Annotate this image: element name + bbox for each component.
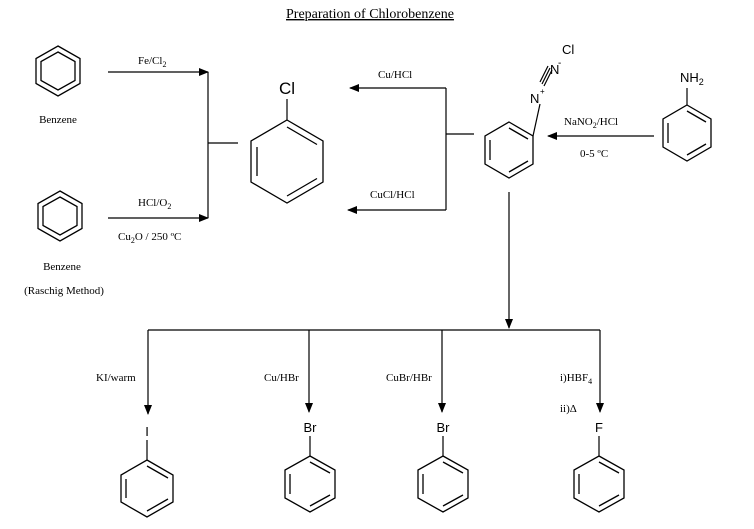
reagent-cucl-hcl: CuCl/HCl [370,189,415,201]
bromobenzene-ring-2 [417,455,469,513]
benzene-label-1: Benzene [39,114,77,126]
fluorobenzene-ring [573,455,625,513]
n-n-triple-bond-b [541,67,551,85]
page-title: Preparation of Chlorobenzene [286,7,454,22]
reagent-cu2o: Cu2O / 250 ºC [118,231,181,245]
diazo-n2-atom: N [550,62,559,77]
bromo-atom-2: Br [437,420,451,435]
fluoro-atom: F [595,420,603,435]
n-n-triple-bond-c [543,69,553,87]
diazo-plus-sign: + [540,87,545,96]
iodobenzene-ring [120,459,174,518]
diazo-n1-atom: N [530,91,539,106]
chlorobenzene-ring [250,119,324,204]
reagent-hcl-o2: HCl/O2 [138,197,171,211]
diazo-cl-atom: Cl [562,42,574,57]
reagent-heat: ii)Δ [560,403,577,415]
reagent-cu-hbr-2: Cu/HBr [264,372,299,384]
benzene-ring-1 [35,45,81,97]
reagent-cubr-hbr: CuBr/HBr [386,372,432,384]
n-n-triple-bond-a [539,65,549,83]
bromobenzene-ring-1 [284,455,336,513]
diazo-minus-sign: - [558,58,561,69]
benzene-ring-2 [37,190,83,242]
diazonium-ring [484,121,534,179]
benzene-label-2: Benzene [43,261,81,273]
reagent-hbf4: i)HBF4 [560,372,592,386]
bromo-atom-1: Br [304,420,318,435]
iodo-atom: I [145,424,149,439]
c-n-bond [532,103,541,137]
aniline-ring [662,104,712,162]
reagent-temp: 0-5 ºC [580,148,608,160]
reagent-cu-hcl: Cu/HCl [378,69,412,81]
reagent-fe-cl2: Fe/Cl2 [138,55,166,69]
cl-atom-product: Cl [279,79,295,98]
reagent-ki-warm: KI/warm [96,372,136,384]
raschig-method-label: (Raschig Method) [24,285,104,297]
nh2-group: NH2 [680,70,704,87]
reagent-nano2-hcl: NaNO2/HCl [564,116,618,130]
